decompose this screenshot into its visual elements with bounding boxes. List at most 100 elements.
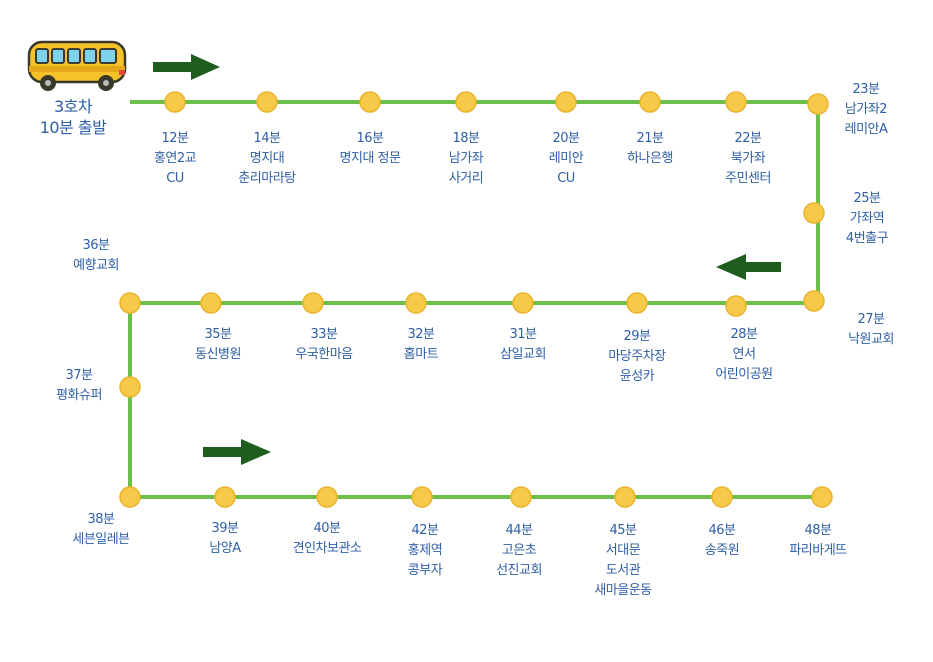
stop-time: 39분	[211, 521, 239, 536]
stop-time: 46분	[708, 523, 736, 538]
stop-dot-s14	[256, 91, 278, 113]
stop-dot-s18	[455, 91, 477, 113]
stop-dot-s48	[811, 486, 833, 508]
stop-time: 38분	[87, 512, 115, 527]
stop-name-line: 우국한마음	[295, 347, 353, 362]
stop-time: 33분	[310, 327, 338, 342]
stop-dot-s33	[302, 292, 324, 314]
stop-name-line: 가좌역	[849, 211, 885, 226]
stop-dot-s44	[510, 486, 532, 508]
stop-time: 22분	[734, 131, 762, 146]
stop-name-line: 고은초	[501, 543, 537, 558]
stop-name-line: 선진교회	[496, 563, 542, 578]
arrow-right-top-icon	[153, 54, 220, 80]
stop-time: 25분	[853, 191, 881, 206]
stop-dot-s25	[803, 202, 825, 224]
stop-dot-s46	[711, 486, 733, 508]
stop-name-line: 홍연2교	[153, 151, 197, 166]
stop-name-line: 서대문	[605, 543, 641, 558]
stop-name-line: 견인차보관소	[292, 541, 362, 556]
stop-time: 21분	[636, 131, 664, 146]
bus-title: 3호차	[53, 97, 93, 116]
stop-name-line: 윤성카	[619, 369, 655, 384]
stop-time: 29분	[623, 329, 651, 344]
stop-name-line: 마당주차장	[608, 349, 666, 364]
stop-dot-s22	[725, 91, 747, 113]
arrow-left-middle-icon	[716, 254, 781, 280]
stop-dot-s37	[119, 376, 141, 398]
stop-name-line: 연서	[732, 347, 756, 362]
stop-time: 32분	[407, 327, 435, 342]
bus-icon	[27, 40, 127, 91]
arrow-right-bottom-icon	[203, 439, 271, 465]
stop-name-line: 낙원교회	[848, 332, 894, 347]
stop-dot-s27	[803, 290, 825, 312]
stop-time: 12분	[161, 131, 189, 146]
stop-time: 35분	[204, 327, 232, 342]
stop-time: 48분	[804, 523, 832, 538]
stop-name-line: 홍제역	[407, 543, 443, 558]
bus-subtitle: 10분 출발	[39, 118, 107, 137]
stop-dot-s23	[807, 93, 829, 115]
stop-time: 31분	[509, 327, 537, 342]
stop-dot-s29	[626, 292, 648, 314]
stop-name-line: 홈마트	[403, 347, 439, 362]
route-line	[128, 100, 823, 499]
stop-name-line: 명지대 정문	[339, 151, 401, 166]
stop-name-line: 동신병원	[195, 347, 241, 362]
stop-dot-s36	[119, 292, 141, 314]
stop-name-line: 주민센터	[725, 171, 771, 186]
stop-time: 18분	[452, 131, 480, 146]
stop-name-line: 명지대	[249, 151, 285, 166]
stop-dot-s39	[214, 486, 236, 508]
stop-name-line: 레미안	[548, 151, 584, 166]
stop-time: 45분	[609, 523, 637, 538]
stop-name-line: 삼일교회	[500, 347, 546, 362]
stop-name-line: 하나은행	[627, 151, 673, 166]
stop-name-line: CU	[166, 171, 184, 186]
stop-dot-s35	[200, 292, 222, 314]
stop-dot-s28	[725, 295, 747, 317]
stop-dot-s40	[316, 486, 338, 508]
stop-dot-s32	[405, 292, 427, 314]
stop-name-line: 북가좌	[730, 151, 766, 166]
stop-time: 14분	[253, 131, 281, 146]
stop-time: 37분	[65, 368, 93, 383]
stop-name-line: 남양A	[209, 541, 241, 556]
stop-time: 40분	[313, 521, 341, 536]
stop-name-line: 레미안A	[844, 122, 888, 137]
stop-time: 20분	[552, 131, 580, 146]
stop-name-line: 사거리	[448, 171, 484, 186]
stop-dot-s45	[614, 486, 636, 508]
stop-name-line: 평화슈퍼	[56, 388, 102, 403]
stop-name-line: 세븐일레븐	[72, 532, 130, 547]
stop-time: 42분	[411, 523, 439, 538]
stop-dot-s31	[512, 292, 534, 314]
stop-time: 44분	[505, 523, 533, 538]
bus-label: 3호차 10분 출발	[18, 96, 128, 138]
stop-name-line: 남가좌2	[844, 102, 888, 117]
stop-name-line: 파리바게뜨	[789, 543, 847, 558]
stop-dot-s21	[639, 91, 661, 113]
stop-name-line: 송죽원	[704, 543, 740, 558]
stop-dot-s20	[555, 91, 577, 113]
stop-name-line: 예향교회	[73, 258, 119, 273]
